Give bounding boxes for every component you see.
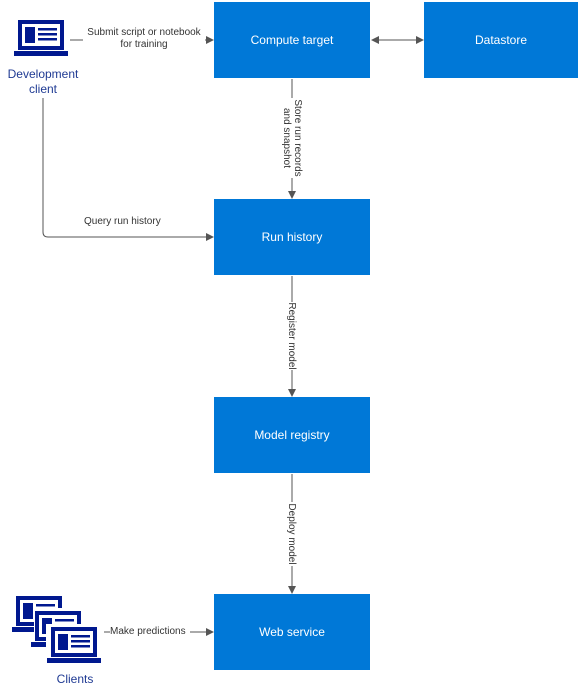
- edge-query: [42, 98, 214, 241]
- compute-target-box[interactable]: Compute target: [214, 2, 370, 78]
- edge-label-store: Store run recordsand snapshot: [281, 99, 303, 176]
- edge-label-register: Register model: [286, 302, 297, 369]
- development-client-label: Development client: [7, 67, 79, 96]
- edge-label-deploy: Deploy model: [286, 503, 297, 564]
- datastore-box[interactable]: Datastore: [424, 2, 578, 78]
- web-service-box[interactable]: Web service: [214, 594, 370, 670]
- edge-label-predict: Make predictions: [110, 626, 190, 638]
- run-history-box[interactable]: Run history: [214, 199, 370, 275]
- edge-label-query: Query run history: [84, 216, 161, 227]
- laptop-icon: [14, 20, 68, 56]
- edge-label-submit: Submit script or notebook for training: [83, 27, 205, 51]
- model-registry-box[interactable]: Model registry: [214, 397, 370, 473]
- clients-label: Clients: [56, 672, 94, 686]
- laptop-stack-icon: [12, 596, 104, 666]
